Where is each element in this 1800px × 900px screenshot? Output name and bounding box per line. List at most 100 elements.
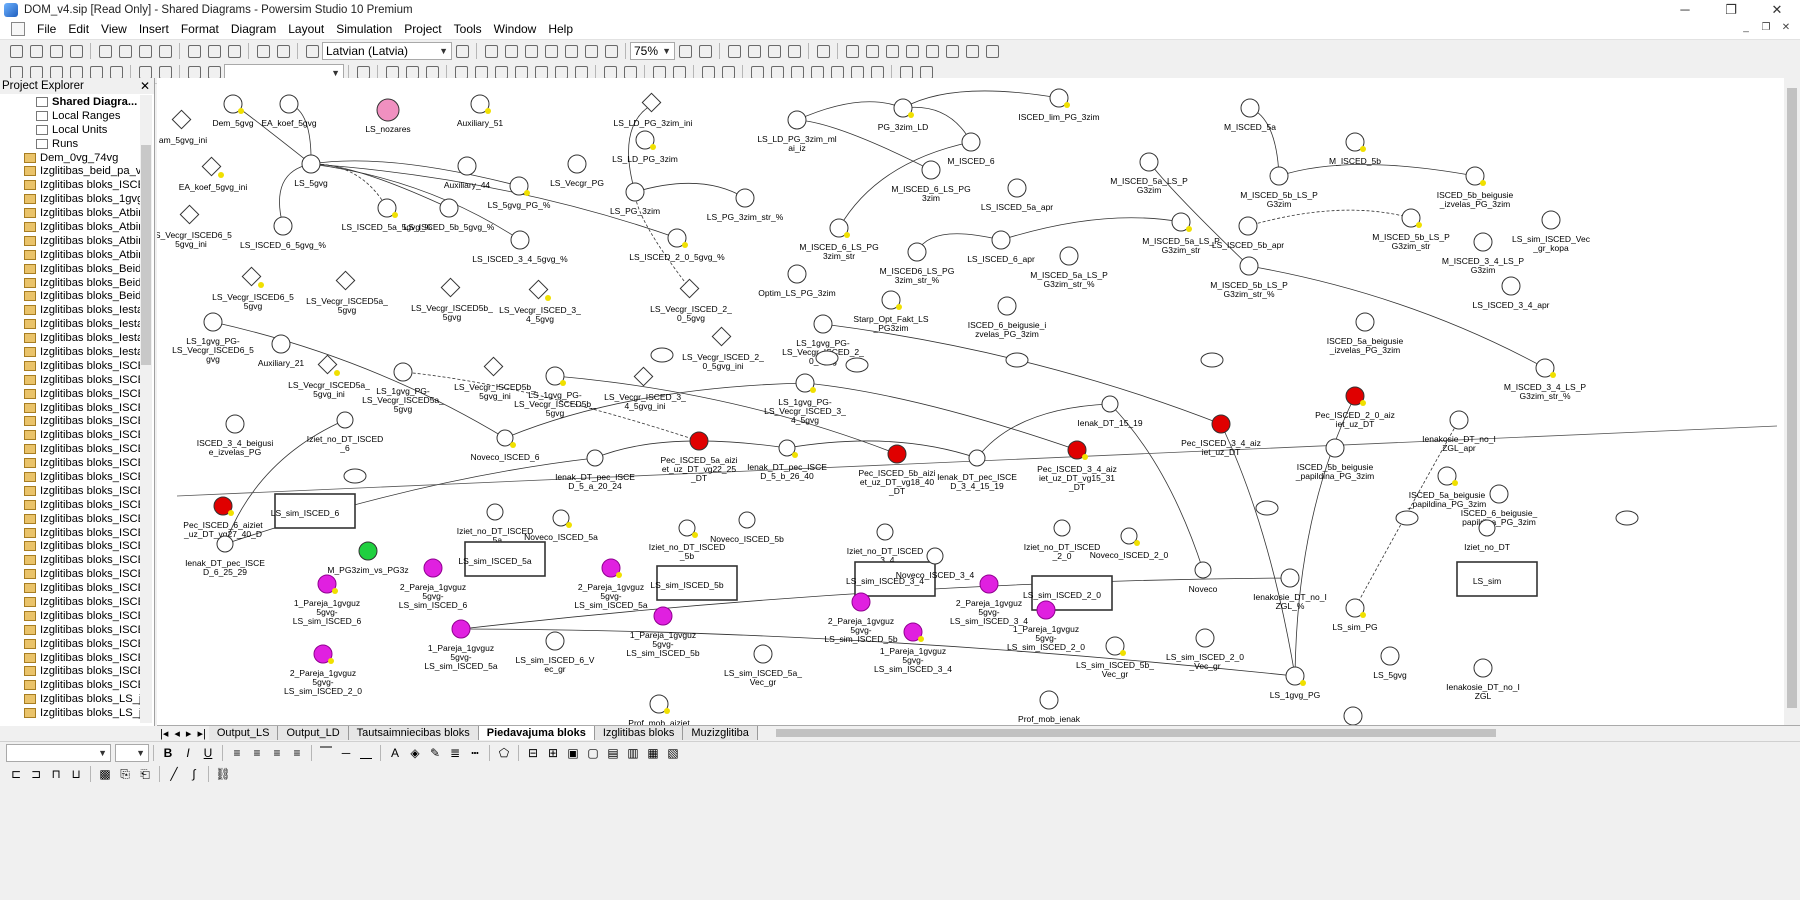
link-arc[interactable] xyxy=(1109,403,1204,571)
link-arc[interactable] xyxy=(796,101,904,121)
paste-format-icon[interactable]: ⎗ xyxy=(140,766,150,781)
diagram-node-const[interactable]: LS_Vecgr_ISCED5a_5gvg xyxy=(306,270,388,315)
diagram-node-const[interactable]: LS_Vecgr_ISCED_3_4_5gvg_ini xyxy=(604,366,686,411)
menu-window[interactable]: Window xyxy=(493,21,537,36)
explorer-item[interactable]: Izglitibas bloks_ISCED_ xyxy=(0,442,140,456)
trace-icon[interactable] xyxy=(745,42,763,60)
explorer-scroll-thumb[interactable] xyxy=(141,145,151,365)
tab-output-ld[interactable]: Output_LD xyxy=(278,726,349,740)
copy-icon[interactable] xyxy=(116,42,134,60)
diagram-node-aux[interactable]: LS_1gvg_PG xyxy=(1270,666,1321,700)
diagram-node-aux[interactable]: Auxiliary_44 xyxy=(444,156,491,190)
diagram-node-aux[interactable]: LS_sim_PG xyxy=(1332,598,1378,632)
layout6-icon[interactable] xyxy=(943,42,961,60)
diagram-node-flow[interactable]: Iziet_no_DT xyxy=(1464,519,1510,552)
explorer-item[interactable]: Izglitibas bloks_ISCED_ xyxy=(0,540,140,554)
canvas-vscrollbar[interactable] xyxy=(1784,78,1800,725)
tab-tautsaimniecibas-bloks[interactable]: Tautsaimniecibas bloks xyxy=(348,726,479,740)
zoom-select[interactable]: 75%▼ xyxy=(630,42,675,60)
explorer-item[interactable]: Runs xyxy=(0,137,140,151)
explorer-item[interactable]: Izglitibas bloks_ISCED_ xyxy=(0,637,140,651)
back-icon[interactable] xyxy=(482,42,500,60)
link-arc[interactable] xyxy=(1249,107,1280,177)
bold-button[interactable]: B xyxy=(163,745,173,760)
explorer-item[interactable]: Izglitibas bloks_ISCED_ xyxy=(0,553,140,567)
cut-icon[interactable] xyxy=(96,42,114,60)
diagram-node-aux[interactable]: LS_ISCED_6_5gvg_% xyxy=(240,216,326,250)
forward-icon[interactable] xyxy=(502,42,520,60)
link-arc[interactable] xyxy=(1247,209,1412,227)
canvas-hscroll-thumb[interactable] xyxy=(775,729,1496,737)
diagram-node-flow[interactable]: Noveco_ISCED_2_0 xyxy=(1090,527,1169,560)
diagram-node-aux[interactable]: Dem_5gvg xyxy=(212,94,254,128)
distribute-icon[interactable]: ⊞ xyxy=(547,745,559,760)
layout4-icon[interactable] xyxy=(903,42,921,60)
diagram-node-aux[interactable]: ISCED_5b_beigusie_papildina_PG_3zim xyxy=(1295,438,1374,481)
align-left-edge-icon[interactable]: ⊏ xyxy=(10,767,22,781)
new-icon[interactable] xyxy=(7,42,25,60)
diagram-node-flow[interactable]: Noveco_ISCED_3_4 xyxy=(896,547,975,580)
font-size-select[interactable]: ▼ xyxy=(115,743,149,762)
shape-style-icon[interactable]: ⬠ xyxy=(498,745,510,760)
diagram-node-aux[interactable]: Prof_mob_ienak xyxy=(1018,690,1081,724)
diagram-node-aux[interactable]: LS_ISCED_2_0_5gvg_% xyxy=(629,228,725,262)
zoom-out-icon[interactable] xyxy=(696,42,714,60)
diagram-node-aux[interactable]: ISCED_5a_beigusie_izvelas_PG_3zim xyxy=(1327,312,1404,355)
layout7-icon[interactable] xyxy=(963,42,981,60)
link-arc[interactable] xyxy=(916,233,1002,253)
diagram-node-aux[interactable]: Auxiliary_51 xyxy=(457,94,504,128)
explorer-item[interactable]: Izglitibas bloks_LS_jom xyxy=(0,692,140,706)
explorer-hscrollbar[interactable] xyxy=(0,726,155,740)
link-arc[interactable] xyxy=(594,440,788,459)
properties-icon[interactable] xyxy=(225,42,243,60)
underline-button[interactable]: U xyxy=(203,745,213,760)
explorer-item[interactable]: Izglitibas_beid_pa_vec_g xyxy=(0,164,140,178)
language-icon[interactable] xyxy=(303,42,321,60)
explorer-item[interactable]: Izglitibas bloks_ISCED_ xyxy=(0,484,140,498)
bookmark-icon[interactable] xyxy=(582,42,600,60)
explorer-item[interactable]: Izglitibas bloks_ISCED_ xyxy=(0,401,140,415)
diagram-node-const[interactable]: LS_Vecgr_ISCED_2_0_5gvg xyxy=(650,278,732,323)
diagram-node-flow[interactable]: Iziet_no_DT_ISCED_5b xyxy=(649,519,726,561)
explorer-item[interactable]: Izglitibas bloks_ISCED_ xyxy=(0,609,140,623)
diagram-node-flow[interactable]: Iziet_no_DT_ISCED_6 xyxy=(307,411,384,453)
diagram-node-aux[interactable]: M_ISCED_6 xyxy=(947,132,995,166)
bring-front-icon[interactable]: ▣ xyxy=(567,745,579,760)
explorer-item[interactable]: Izglitibas bloks_Atbiru xyxy=(0,248,140,262)
ungroup-icon[interactable]: ▥ xyxy=(627,745,639,760)
font-color-icon[interactable]: A xyxy=(390,745,399,760)
menu-insert[interactable]: Insert xyxy=(138,21,169,36)
help-icon[interactable] xyxy=(274,42,292,60)
align-center-edge-icon[interactable]: ⊐ xyxy=(30,767,42,781)
link-icon[interactable]: ⛓ xyxy=(215,767,231,781)
explorer-item[interactable]: Izglitibas bloks_ISCED_ xyxy=(0,526,140,540)
layout8-icon[interactable] xyxy=(983,42,1001,60)
menu-diagram[interactable]: Diagram xyxy=(230,21,277,36)
explorer-item[interactable]: Izglitibas bloks_Iestajas xyxy=(0,331,140,345)
undo-icon[interactable] xyxy=(185,42,203,60)
explorer-item[interactable]: Izglitibas bloks_ISCED_ xyxy=(0,387,140,401)
explorer-item[interactable]: Izglitibas bloks_ISCED_ xyxy=(0,665,140,679)
explorer-item[interactable]: Local Units xyxy=(0,123,140,137)
delete-icon[interactable] xyxy=(156,42,174,60)
line-color-icon[interactable]: ✎ xyxy=(429,745,441,760)
explorer-item[interactable]: Izglitibas bloks_ISCED_ xyxy=(0,456,140,470)
layout5-icon[interactable] xyxy=(923,42,941,60)
diagram-node-aux[interactable]: LS_PG_3zim xyxy=(610,182,660,216)
check-icon[interactable] xyxy=(814,42,832,60)
send-back-icon[interactable]: ▢ xyxy=(587,745,599,760)
link-arc[interactable] xyxy=(504,382,806,439)
explorer-item[interactable]: Izglitibas bloks_ISCED_ xyxy=(0,623,140,637)
